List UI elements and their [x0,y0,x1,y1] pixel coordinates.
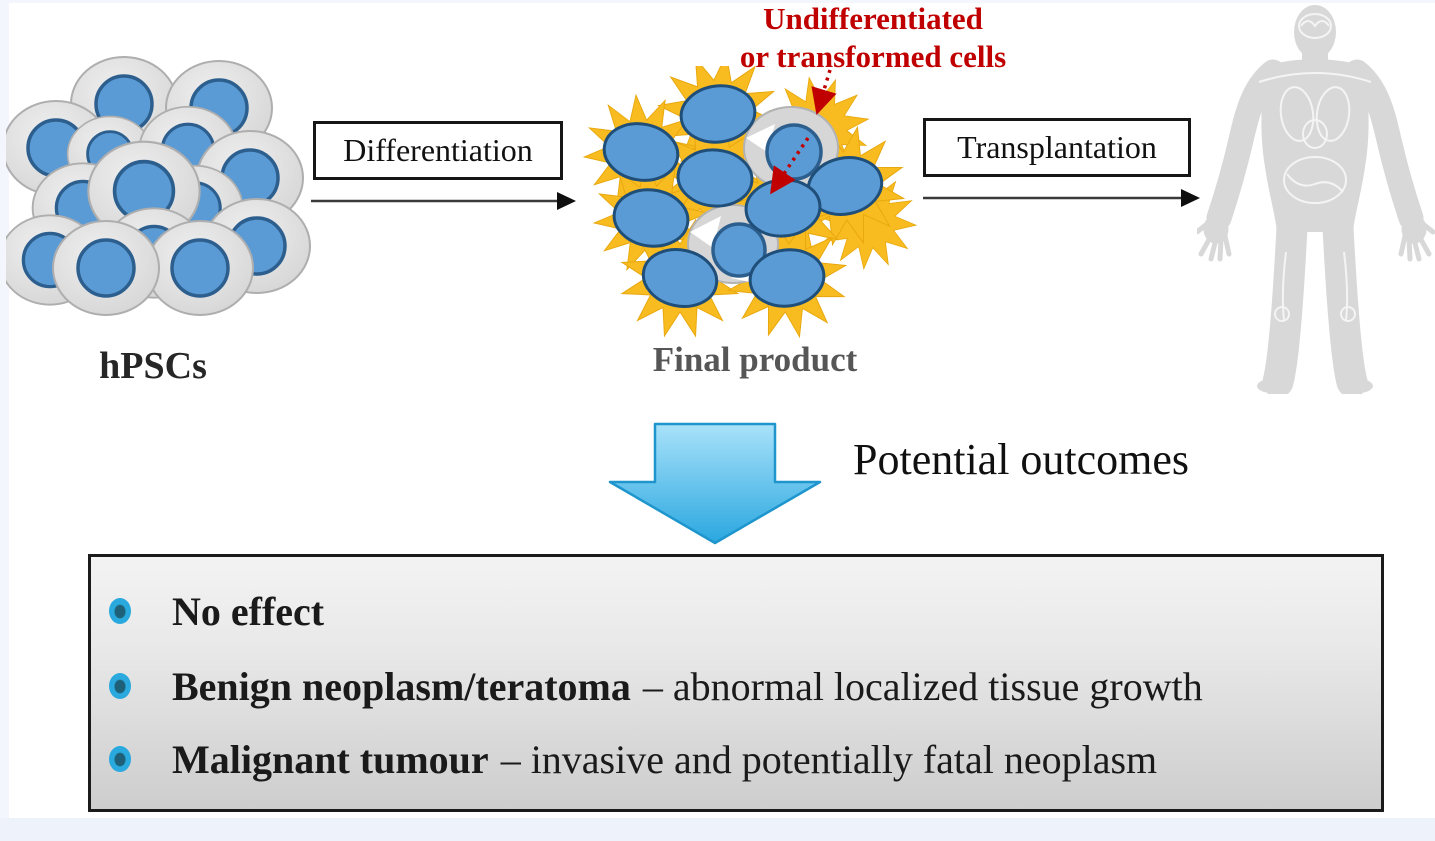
bottom-edge-strip [0,818,1435,841]
bullet-icon [109,746,131,772]
hpsc-cluster-illustration [6,56,312,317]
bullet-icon [109,598,131,624]
outcome-term: Benign neoplasm/teratoma [172,663,631,709]
dashed-pointer-arrow-icon [770,69,837,195]
final-product-label: Final product [652,340,858,379]
undifferentiated-annotation: Undifferentiated or transformed cells [653,0,1093,76]
hpscs-label: hPSCs [99,345,207,387]
top-edge-strip [0,0,1435,3]
transplantation-arrow-icon [923,189,1200,207]
transplantation-box: Transplantation [923,118,1191,177]
outcome-item-no-effect: No effect [109,587,336,635]
outcome-term: No effect [172,588,325,634]
potential-outcomes-label: Potential outcomes [853,435,1190,484]
bullet-icon [109,673,131,699]
left-edge-strip [0,0,9,841]
annotation-line2: or transformed cells [739,39,1007,74]
final-product-illustration [564,66,921,364]
annotation-line1: Undifferentiated [763,1,983,36]
outcome-item-malignant-tumour: Malignant tumour – invasive and potentia… [109,735,1157,783]
down-arrow-icon [608,422,822,545]
differentiation-box: Differentiation [313,121,563,180]
differentiation-arrow-icon [311,192,576,210]
outcome-item-benign-neoplasm: Benign neoplasm/teratoma – abnormal loca… [109,662,1203,710]
human-body-figure [1197,5,1435,394]
outcome-term: Malignant tumour [172,736,489,782]
outcome-description: – abnormal localized tissue growth [642,663,1203,709]
outcomes-box: No effect Benign neoplasm/teratoma – abn… [88,554,1384,812]
outcome-description: – invasive and potentially fatal neoplas… [500,736,1158,782]
